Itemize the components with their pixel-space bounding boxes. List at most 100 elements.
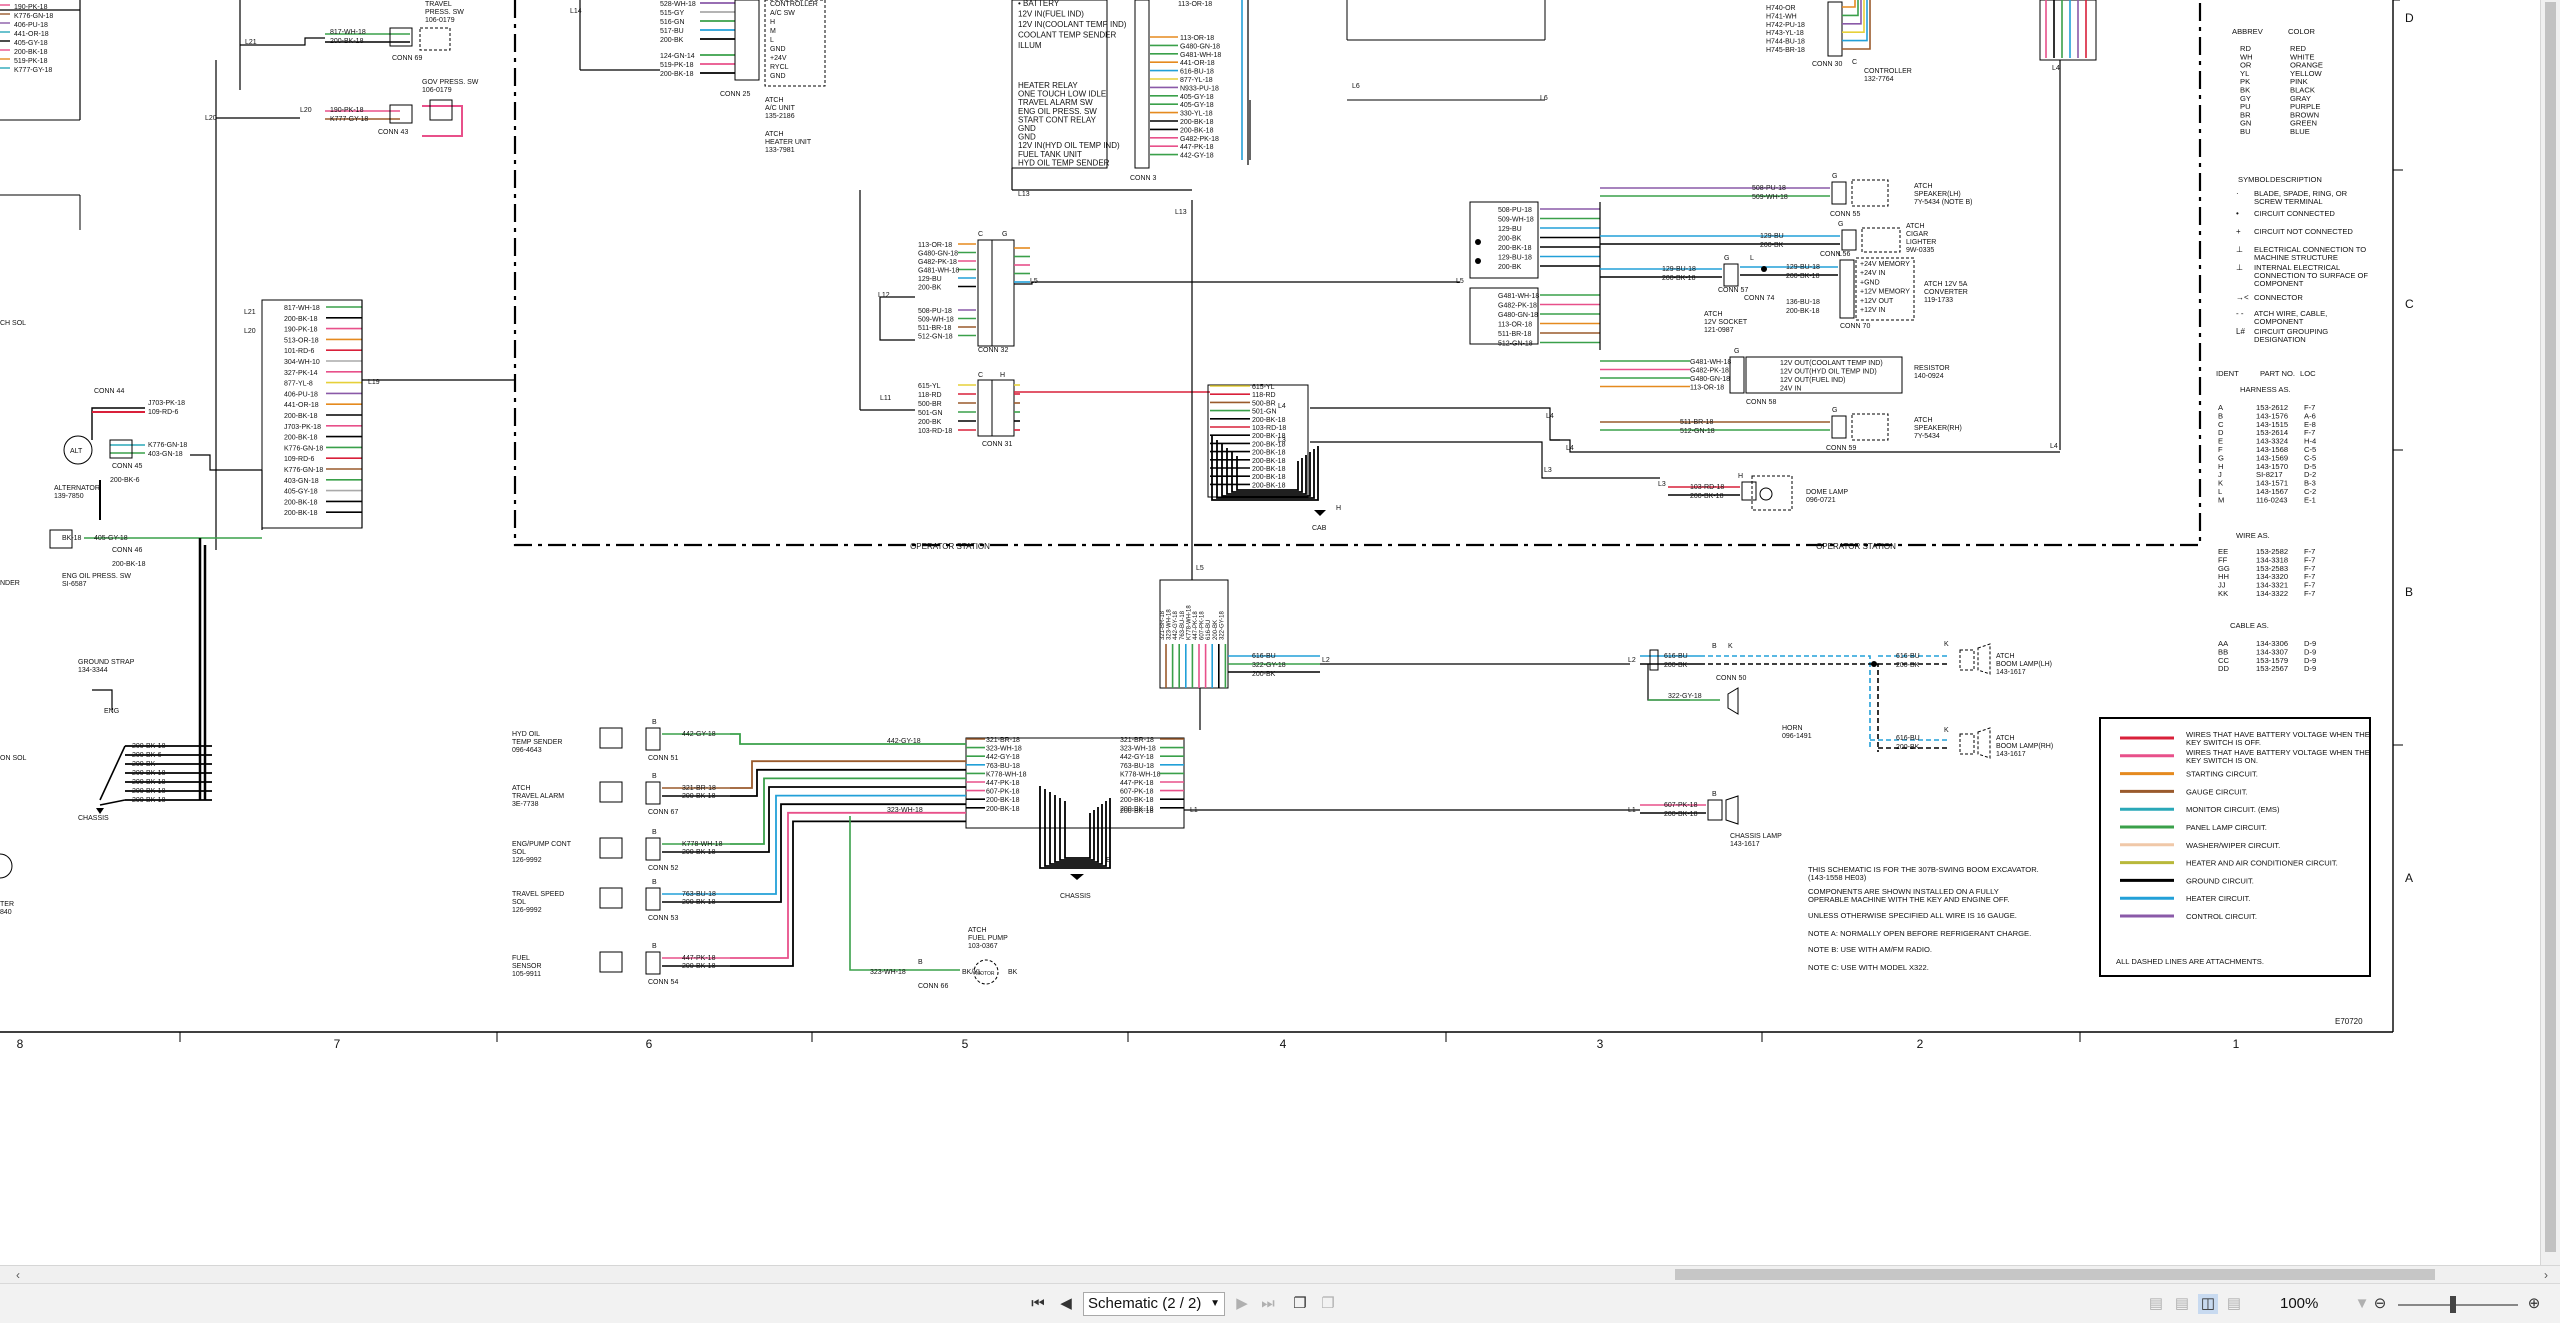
- central-bundle: [1159, 579, 1229, 689]
- component-pin-label: GND: [770, 46, 786, 53]
- chassis-ground-wire: [1054, 795, 1099, 863]
- vertical-scroll-thumb[interactable]: [2545, 2, 2556, 1252]
- wire-label: 616-BU: [1206, 620, 1212, 640]
- zoom-slider-knob[interactable]: [2450, 1296, 2456, 1313]
- last-page-icon[interactable]: ⏭: [1261, 1295, 1275, 1312]
- wire-label: 511-BR-18: [1498, 331, 1531, 338]
- vertical-scrollbar[interactable]: [2540, 0, 2560, 1265]
- component-label: ALT: [70, 448, 83, 455]
- column-label: 2: [1917, 1037, 1924, 1051]
- zoom-dropdown-icon[interactable]: ▼: [2354, 1295, 2370, 1312]
- page-select[interactable]: Schematic (2 / 2)▼: [1083, 1292, 1225, 1316]
- wire-label: 607-PK-18: [1200, 611, 1206, 640]
- component-label: HEATER UNIT: [765, 139, 812, 146]
- single-page-view-icon[interactable]: ▤: [2148, 1295, 2164, 1312]
- connector-label: B: [1712, 643, 1717, 650]
- harness-ident: H: [2218, 462, 2223, 471]
- wire-label: 200-BK-18: [1786, 308, 1820, 315]
- wire-label: 512-GN-18: [1498, 341, 1533, 348]
- wire-label: 200-BK-18: [1180, 127, 1214, 134]
- wire-label: 129-BU-18: [1498, 255, 1532, 262]
- horizontal-scrollbar[interactable]: ‹ ›: [0, 1265, 2560, 1283]
- component-label: SI-6587: [62, 581, 87, 588]
- wire-label: 109-RD-6: [148, 409, 178, 416]
- component-pin-label: +24V IN: [1860, 270, 1886, 277]
- zoom-out-icon[interactable]: ⊖: [2373, 1295, 2387, 1312]
- connector-box: [645, 781, 661, 805]
- color-name: WHITE: [2290, 52, 2314, 61]
- connector-conn-59: [1831, 415, 1847, 439]
- symbol-description: CIRCUIT NOT CONNECTED: [2254, 227, 2353, 236]
- component-pin-label: 12V IN(HYD OIL TEMP IND): [1018, 141, 1120, 150]
- component-label: SENSOR: [512, 963, 542, 970]
- wire-label: G482-PK-18: [918, 259, 957, 266]
- wire-label: 200-BK-18: [682, 793, 716, 800]
- component-label: SOL: [512, 899, 526, 906]
- component-pin-label: COOLANT TEMP SENDER: [1018, 31, 1116, 40]
- speaker-lh-symbol: [1851, 179, 1889, 207]
- wire-label: 321-BR-18: [1120, 737, 1154, 744]
- connector-label: C: [978, 372, 983, 379]
- connector-label: CONN 58: [1746, 399, 1776, 406]
- circuit-label: L5: [1196, 565, 1204, 572]
- scroll-left-arrow-icon[interactable]: ‹: [16, 1268, 20, 1282]
- color-name: BLUE: [2290, 127, 2310, 136]
- connector-box: [645, 727, 661, 751]
- horizontal-scroll-thumb[interactable]: [1675, 1269, 2435, 1280]
- wire: [1842, 0, 1865, 33]
- wire-label: 323-WH-18: [887, 807, 923, 814]
- two-page-view-icon[interactable]: ◫: [2198, 1294, 2218, 1314]
- connector-label: CONN 45: [112, 463, 142, 470]
- wire: [92, 689, 113, 710]
- symbol-glyph: ⊥: [2236, 245, 2243, 254]
- component-label: GROUND STRAP: [78, 659, 135, 666]
- symbol-description: CONNECTION TO SURFACE OF: [2254, 271, 2368, 280]
- next-page-icon[interactable]: ▶: [1236, 1295, 1248, 1312]
- connector-label: CONN 67: [648, 809, 678, 816]
- fit-view-icon[interactable]: ▤: [2226, 1295, 2242, 1312]
- scroll-right-arrow-icon[interactable]: ›: [2544, 1268, 2548, 1282]
- wire-label: 616-BU: [1252, 653, 1276, 660]
- connector-label: CONN 53: [648, 915, 678, 922]
- legend-label: WIRES THAT HAVE BATTERY VOLTAGE WHEN THE: [2186, 730, 2370, 739]
- wire-label: 200-BK-18: [284, 510, 318, 517]
- connector-label: G: [1724, 255, 1729, 262]
- wire-label: 447-PK-18: [682, 955, 716, 962]
- previous-page-icon[interactable]: ◀: [1060, 1295, 1072, 1312]
- connector-label: H: [1738, 473, 1743, 480]
- component-label: BOOM LAMP(RH): [1996, 743, 2053, 750]
- wire-label: G481-WH-18: [1690, 359, 1731, 366]
- wire-label: G480-GN-18: [1498, 312, 1538, 319]
- column-label: 3: [1597, 1037, 1604, 1051]
- wire-ident: GG: [2218, 564, 2230, 573]
- section-label: OPERATOR STATION: [910, 542, 990, 551]
- wire: [190, 454, 262, 471]
- paste-page-icon[interactable]: ❐: [1321, 1295, 1335, 1312]
- first-page-icon[interactable]: ⏮: [1031, 1295, 1045, 1312]
- component-pin-label: +12V MEMORY: [1860, 289, 1910, 296]
- component-label: 126-9992: [512, 857, 542, 864]
- component-label: SPEAKER(RH): [1914, 425, 1962, 432]
- zoom-slider[interactable]: [2398, 1304, 2518, 1306]
- component-label: 119-1733: [1924, 297, 1953, 304]
- wire-label: 113-OR-18: [1178, 1, 1212, 8]
- wire-label: 508-PU-18: [918, 308, 952, 315]
- wire-label: 405-GY-18: [14, 40, 48, 47]
- sensor-symbol: [599, 951, 623, 973]
- connector-conn-31: [977, 379, 993, 437]
- wire-label: 136-BU-18: [1786, 299, 1820, 306]
- wire-label: G481-WH-18: [1498, 293, 1539, 300]
- circuit-label: L12: [878, 292, 890, 299]
- wire-label: 200-BK: [918, 285, 942, 292]
- copy-page-icon[interactable]: ❐: [1293, 1295, 1307, 1312]
- wire-label: 304-WH-10: [284, 359, 320, 366]
- continuous-view-icon[interactable]: ▤: [2174, 1295, 2190, 1312]
- zoom-in-icon[interactable]: ⊕: [2527, 1295, 2541, 1312]
- harness-loc: A-6: [2304, 411, 2316, 420]
- color-name: RED: [2290, 44, 2307, 53]
- wire-label: 200-BK: [132, 761, 156, 768]
- wire-label: 103-RD-18: [918, 428, 952, 435]
- boom-lamp-rh-symbol: [1977, 727, 1991, 759]
